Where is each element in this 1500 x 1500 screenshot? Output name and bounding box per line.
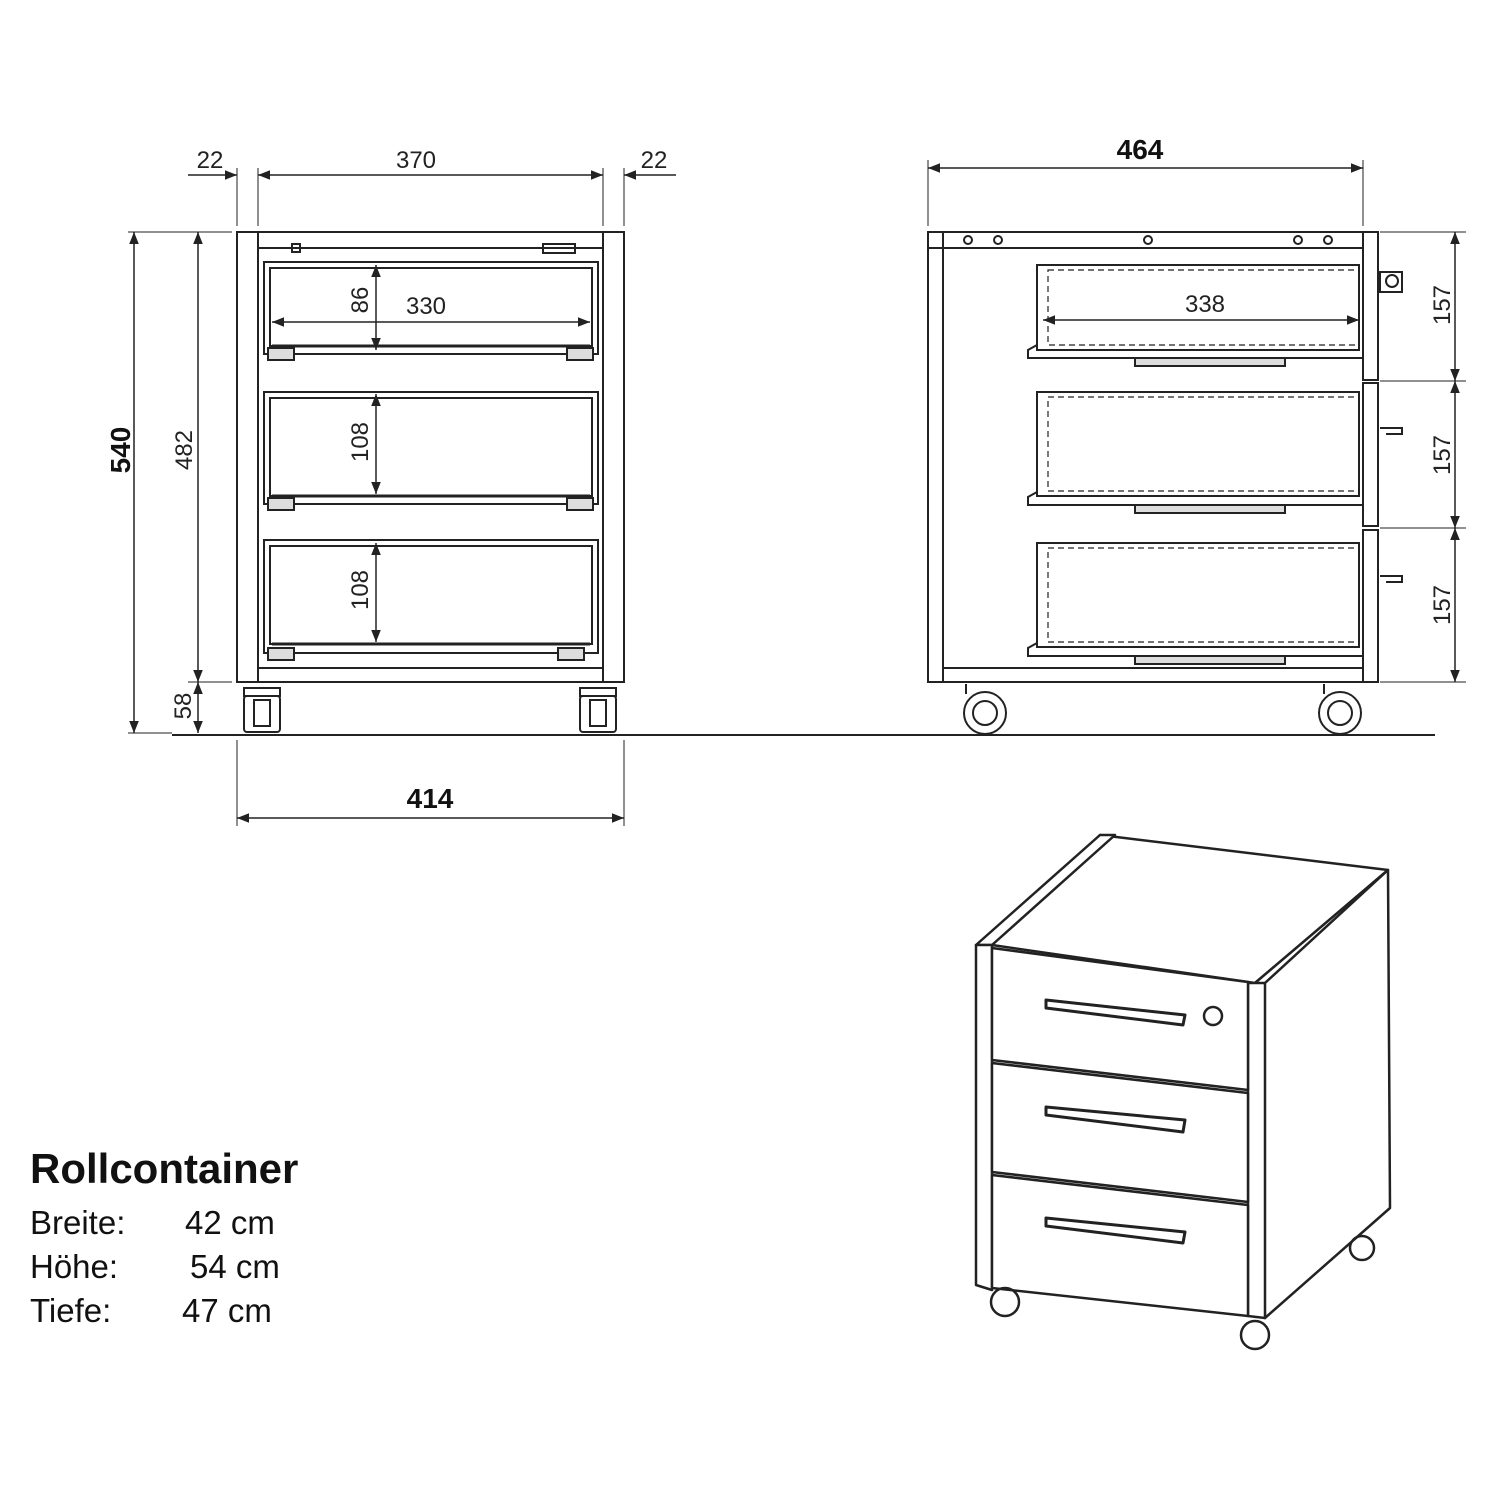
product-title: Rollcontainer <box>30 1145 299 1192</box>
dim-drawer3-height: 108 <box>347 570 374 610</box>
spec-block: Rollcontainer Breite: 42 cm Höhe: 54 cm … <box>30 1145 330 1333</box>
side-drawer-1 <box>1027 264 1363 367</box>
lock-plate <box>542 243 576 254</box>
dim-drawer1-height: 86 <box>347 287 374 314</box>
dim-caster-height: 58 <box>170 693 197 720</box>
spec-row-height: Höhe: 54 cm <box>30 1245 330 1289</box>
spec-value: 47 cm <box>182 1292 272 1329</box>
spec-row-width: Breite: 42 cm <box>30 1201 330 1245</box>
front-drawer-1 <box>263 261 599 361</box>
side-view <box>927 160 1466 735</box>
spec-label: Höhe: <box>30 1248 119 1285</box>
dim-drawer-depth: 338 <box>1185 291 1225 318</box>
dim-body-height: 482 <box>171 430 198 470</box>
front-panel-2 <box>990 1061 1250 1204</box>
side-caster-right <box>1318 684 1362 735</box>
spec-row-depth: Tiefe: 47 cm <box>30 1289 330 1333</box>
front-view <box>128 168 676 826</box>
dim-drawer2-height: 108 <box>347 422 374 462</box>
dim-front-left-margin: 22 <box>197 147 224 174</box>
left-side-panel <box>236 231 259 683</box>
dim-total-depth: 464 <box>1117 134 1164 165</box>
dim-front-panel-1: 157 <box>1429 285 1456 325</box>
dim-front-inner-width: 370 <box>396 147 436 174</box>
front-drawer-3 <box>263 539 599 661</box>
front-panel-1 <box>990 946 1250 1092</box>
dim-total-height: 540 <box>105 427 136 474</box>
spec-value: 42 cm <box>185 1204 275 1241</box>
spec-label: Tiefe: <box>30 1292 112 1329</box>
spec-value: 54 cm <box>190 1248 280 1285</box>
side-caster-left <box>963 684 1007 735</box>
dim-front-panel-3: 157 <box>1429 585 1456 625</box>
dim-drawer-inner-width: 330 <box>406 293 446 320</box>
casters <box>989 1234 1376 1351</box>
handles <box>1044 998 1187 1245</box>
dim-front-panel-2: 157 <box>1429 435 1456 475</box>
front-caster-left <box>243 687 281 733</box>
perspective-view <box>974 833 1392 1351</box>
front-caster-right <box>579 687 617 733</box>
side-drawer-2 <box>1027 391 1363 514</box>
side-back-panel <box>927 231 944 683</box>
front-drawer-2 <box>263 391 599 511</box>
side-handle-and-lock <box>1379 271 1403 583</box>
side-front-panels <box>1362 231 1379 683</box>
lock-icon <box>1202 1005 1224 1027</box>
spec-label: Breite: <box>30 1204 126 1241</box>
right-side-panel <box>602 231 625 683</box>
dim-front-right-margin: 22 <box>641 147 668 174</box>
side-drawer-3 <box>1027 542 1363 665</box>
dim-total-width: 414 <box>407 783 454 814</box>
front-panel-3 <box>990 1173 1250 1318</box>
